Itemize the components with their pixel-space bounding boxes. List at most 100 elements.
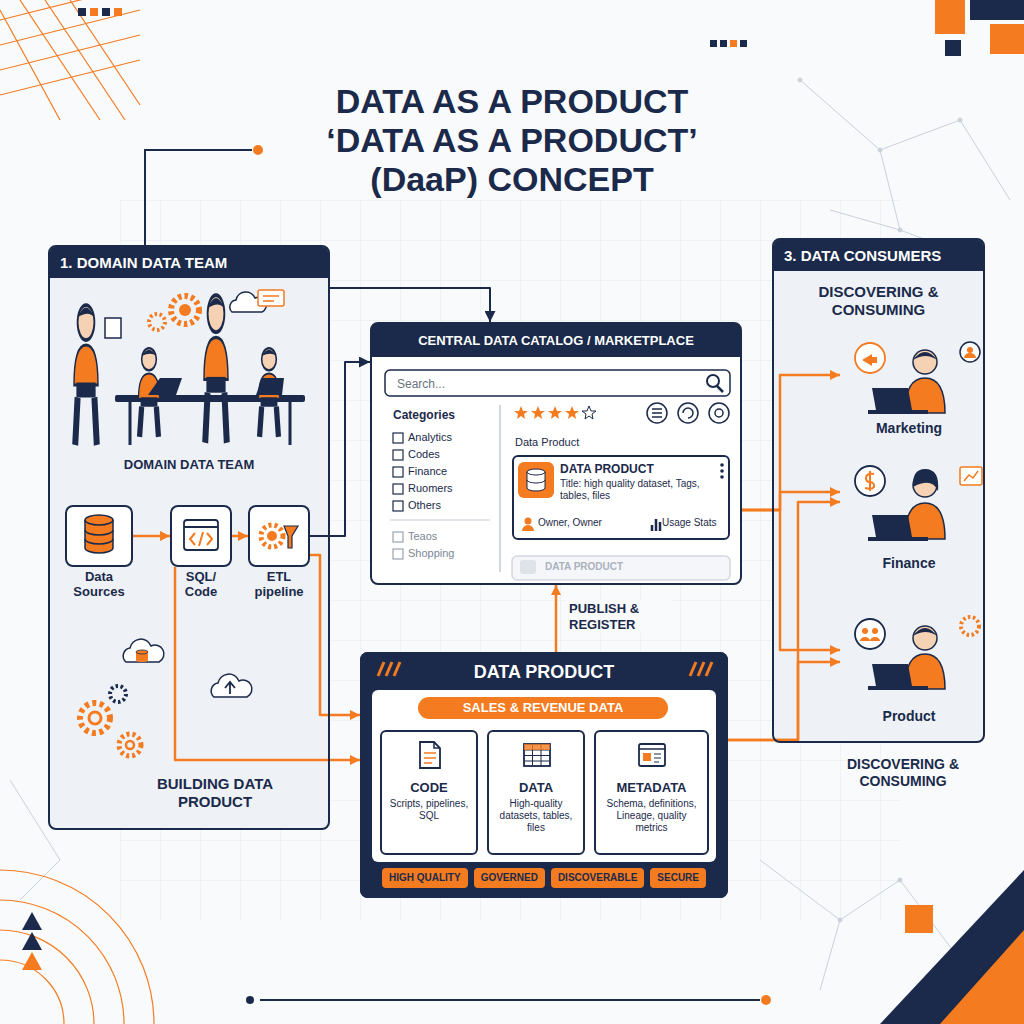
catalog-ui <box>512 556 730 580</box>
node-title: CENTRAL DATA CATALOG / MARKETPLACE <box>372 324 740 357</box>
clouds-and-gears <box>110 686 126 702</box>
consumer-illustrations <box>967 347 973 353</box>
catalog-ui <box>652 519 660 531</box>
node-text: Usage Stats <box>662 517 716 528</box>
code-part: CODEScripts, pipelines, SQL <box>380 730 478 855</box>
consumer: Marketing <box>840 332 978 438</box>
checker-strip <box>114 8 122 16</box>
network-lines <box>898 878 902 882</box>
product-part-icons <box>654 754 661 762</box>
catalog-label: DISCOVERING & CONSUMING <box>828 756 978 790</box>
catalog-ui <box>720 463 724 467</box>
source-icons <box>85 530 113 544</box>
connector-arrow <box>728 502 840 740</box>
product-part-icons <box>420 742 440 768</box>
catalog-ui <box>709 403 729 423</box>
node-title: 3. DATA CONSUMERS <box>774 240 983 271</box>
triangles <box>22 932 42 950</box>
catalog-ui <box>390 520 490 521</box>
catalog-label: Analytics <box>408 431 452 443</box>
checker-strip <box>730 40 737 47</box>
corner-bottom-right <box>940 930 1024 1024</box>
checker-strip <box>78 8 86 16</box>
corner-top-left <box>0 0 140 120</box>
catalog-ui <box>393 433 403 559</box>
checker-strip <box>102 8 110 16</box>
node-text: High-quality datasets, tables, files <box>493 798 579 834</box>
consumer-illustrations <box>868 686 928 690</box>
catalog-ui <box>393 450 403 460</box>
product-part-icons <box>424 753 436 763</box>
consumer-illustrations <box>872 388 912 410</box>
checker-strip <box>740 40 747 47</box>
clouds-and-gears <box>119 734 141 756</box>
catalog-label: Finance <box>408 465 447 477</box>
catalog-ui <box>565 406 579 419</box>
consumer-illustrations <box>860 637 880 641</box>
corner-top-right <box>935 0 965 34</box>
node-text: Title: high quality dataset, Tags, table… <box>560 478 710 502</box>
node-title: 1. DOMAIN DATA TEAM <box>50 247 328 278</box>
catalog-label: Search... <box>397 377 445 391</box>
catalog-ui <box>385 370 730 396</box>
consumer-illustrations <box>872 515 912 537</box>
pipeline-box: ETL pipeline <box>248 505 310 567</box>
corner-top-right <box>935 0 1024 56</box>
node-text: BUILDING DATA PRODUCT <box>120 775 310 811</box>
catalog-ui <box>518 462 554 498</box>
catalog-ui <box>717 386 723 392</box>
team-illustration <box>171 296 199 324</box>
data-product-box: DATA PRODUCTSALES & REVENUE DATACODEScri… <box>360 652 728 898</box>
product-part-icons <box>639 744 665 766</box>
consumer-illustrations <box>960 342 980 362</box>
consumer: Finance <box>840 455 978 573</box>
consumer-illustrations <box>913 352 937 360</box>
corner-bottom-right <box>880 870 1024 1024</box>
clouds-and-gears <box>136 650 148 654</box>
source-icons <box>284 526 298 548</box>
catalog-ui <box>683 408 693 418</box>
catalog-ui <box>525 518 532 525</box>
source-icons <box>267 531 277 541</box>
catalog-ui <box>522 525 534 531</box>
catalog-ui <box>393 484 403 494</box>
connector-arrow <box>330 288 490 322</box>
consumers-panel: 3. DATA CONSUMERSDISCOVERING & CONSUMING… <box>772 238 985 743</box>
source-icons <box>85 515 113 525</box>
corner-bottom-left <box>0 870 154 1024</box>
clouds-and-gears <box>126 741 134 749</box>
catalog-ui <box>527 480 545 483</box>
source-icons <box>65 505 310 567</box>
panel-fills <box>772 238 985 743</box>
catalog-label: DATA PRODUCT <box>545 561 623 572</box>
triangles <box>22 912 42 970</box>
team-illustration <box>179 304 191 316</box>
product-part-icons <box>594 730 709 855</box>
team-panel: 1. DOMAIN DATA TEAM DOMAIN DATA TEAM BUILD… <box>48 245 330 830</box>
consumer-illustrations <box>855 617 979 690</box>
consumer-illustrations <box>964 471 978 481</box>
node-text: Scripts, pipelines, SQL <box>386 798 472 822</box>
connector-arrow <box>742 510 840 650</box>
network-lines <box>958 118 962 122</box>
checker-strip <box>710 40 717 47</box>
quality-badge: GOVERNED <box>474 868 545 888</box>
node-title: DATA <box>489 780 583 795</box>
connector-arrow <box>232 535 248 538</box>
network-lines <box>878 148 882 152</box>
clouds-and-gears <box>80 703 110 733</box>
catalog-ui <box>393 467 403 477</box>
panel-fills <box>370 322 742 585</box>
catalog-ui <box>647 403 729 423</box>
consumer-illustrations <box>872 628 878 634</box>
catalog-ui <box>385 370 730 580</box>
consumer-illustrations <box>855 342 980 414</box>
source-icons <box>184 526 218 528</box>
node-text: DOMAIN DATA TEAM <box>50 457 328 472</box>
connector-arrow <box>742 375 840 510</box>
connector-arrow <box>555 585 558 652</box>
clouds-and-gears <box>80 639 252 756</box>
team-illustration <box>204 295 228 442</box>
